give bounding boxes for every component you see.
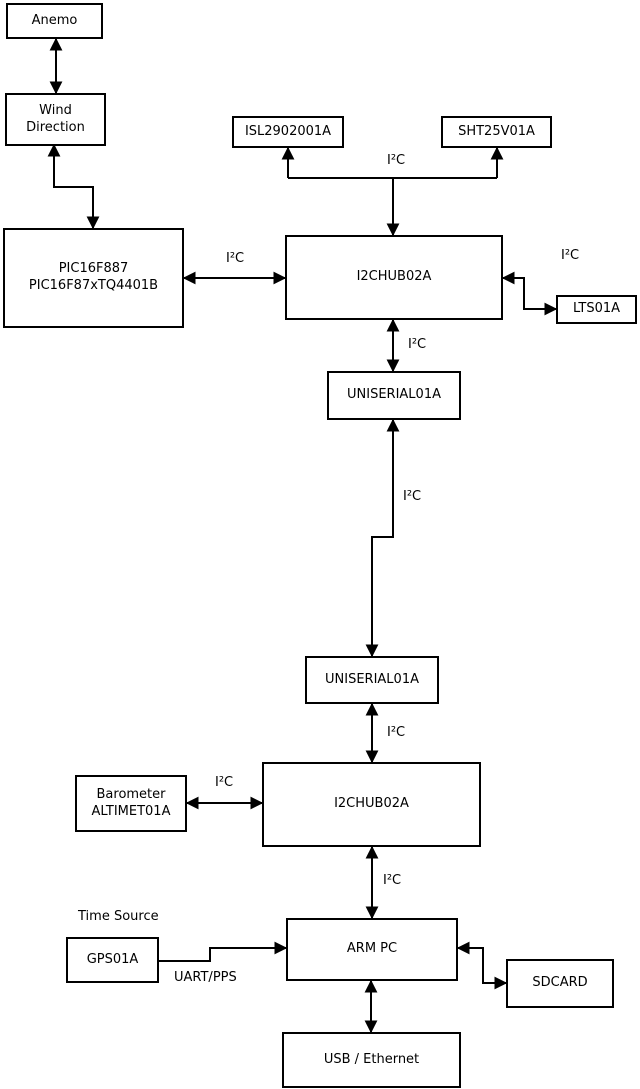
edge-armpc-sdcard <box>456 941 508 990</box>
node-lts-label: LTS01A <box>572 301 621 317</box>
edge-label-uart-pps: UART/PPS <box>174 970 237 985</box>
edge-gps-armpc <box>159 941 288 962</box>
edge-label-i2c-uniserial-hub: I²C <box>387 725 406 740</box>
node-anemo-label: Anemo <box>31 12 78 28</box>
edge-label-i2c-pic: I²C <box>226 251 245 266</box>
node-pic: PIC16F887 PIC16F87xTQ4401B <box>3 228 184 328</box>
node-i2chub-lower-label: I2CHUB02A <box>334 796 409 812</box>
node-barometer-label: Barometer ALTIMET01A <box>91 786 171 819</box>
node-gps: GPS01A <box>66 937 159 983</box>
edge-i2chub-upper-lts <box>501 271 558 316</box>
node-uniserial-upper: UNISERIAL01A <box>327 371 461 420</box>
edge-label-i2c-uniserial-link: I²C <box>403 489 422 504</box>
node-uniserial-lower: UNISERIAL01A <box>305 656 439 704</box>
edge-uniserial-upper-uniserial-lower <box>365 418 400 658</box>
node-arm-pc: ARM PC <box>286 918 458 981</box>
edge-label-i2c-barometer: I²C <box>215 775 234 790</box>
node-sdcard: SDCARD <box>506 959 614 1008</box>
node-lts: LTS01A <box>556 295 637 324</box>
annotation-time-source: Time Source <box>78 909 159 924</box>
node-i2chub-upper-label: I2CHUB02A <box>356 269 432 285</box>
node-sht-label: SHT25V01A <box>458 123 535 139</box>
edge-label-i2c-lts: I²C <box>561 248 580 263</box>
node-i2chub-upper: I2CHUB02A <box>285 235 503 320</box>
node-barometer: Barometer ALTIMET01A <box>75 775 187 832</box>
node-pic-label: PIC16F887 PIC16F87xTQ4401B <box>28 261 159 293</box>
node-usb-ethernet: USB / Ethernet <box>282 1032 461 1088</box>
node-wind-direction: Wind Direction <box>5 93 106 146</box>
edge-label-i2c-hub-uniserial: I²C <box>408 337 427 352</box>
node-anemo: Anemo <box>6 3 103 39</box>
node-isl: ISL2902001A <box>232 116 344 148</box>
edge-label-i2c-sensor-bus: I²C <box>387 153 406 168</box>
node-uniserial-upper-label: UNISERIAL01A <box>347 387 441 403</box>
node-wind-direction-label: Wind Direction <box>26 102 85 135</box>
node-sht: SHT25V01A <box>441 116 552 148</box>
node-uniserial-lower-label: UNISERIAL01A <box>325 671 419 687</box>
edge-winddir-pic <box>47 143 100 230</box>
node-arm-pc-label: ARM PC <box>346 941 398 957</box>
edge-label-i2c-hub-armpc: I²C <box>383 873 402 888</box>
node-i2chub-lower: I2CHUB02A <box>262 762 481 847</box>
node-sdcard-label: SDCARD <box>532 975 588 991</box>
node-isl-label: ISL2902001A <box>244 123 332 139</box>
node-usb-ethernet-label: USB / Ethernet <box>323 1051 420 1067</box>
node-gps-label: GPS01A <box>86 951 139 967</box>
